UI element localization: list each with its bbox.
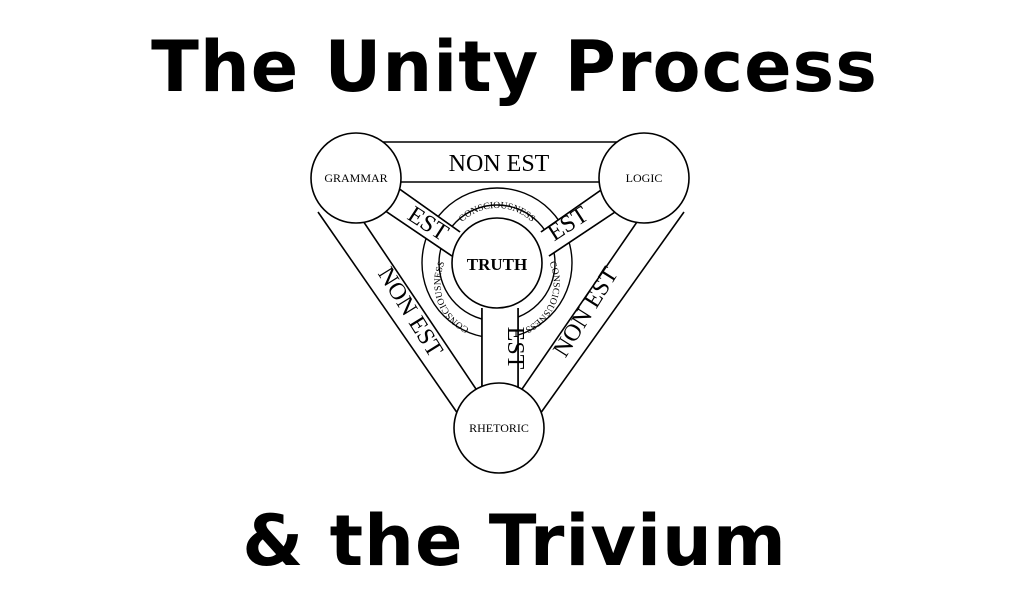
band-right: [519, 205, 685, 415]
spoke-bottom-label: EST: [502, 327, 528, 370]
node-logic-label: LOGIC: [626, 171, 663, 185]
node-truth: TRUTH: [451, 217, 543, 309]
node-grammar: GRAMMAR: [310, 132, 402, 224]
node-grammar-label: GRAMMAR: [324, 171, 387, 185]
node-logic: LOGIC: [598, 132, 690, 224]
title-top: The Unity Process: [151, 26, 878, 108]
band-top-label: NON EST: [449, 151, 550, 177]
band-top: [382, 141, 618, 183]
node-truth-label: TRUTH: [467, 255, 527, 274]
node-rhetoric: RHETORIC: [453, 382, 545, 474]
node-rhetoric-label: RHETORIC: [469, 421, 529, 435]
band-left: [317, 205, 479, 415]
title-bottom: & the Trivium: [242, 500, 787, 582]
